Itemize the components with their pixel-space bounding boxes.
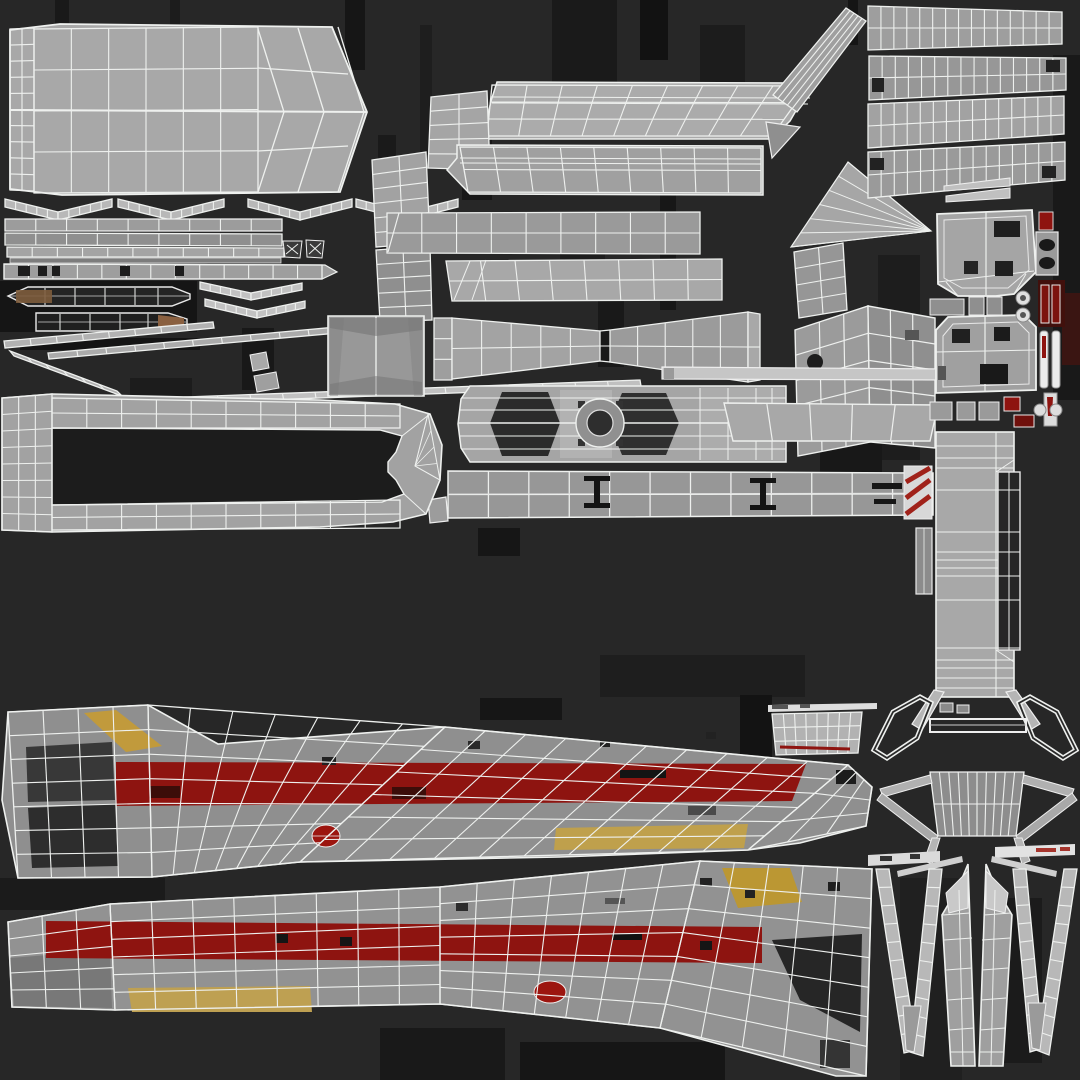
thin-strip-stack [3, 218, 339, 280]
cockpit-trapezoid-upper [936, 209, 1037, 297]
bottom-accent-bars [868, 844, 1075, 877]
center-duct-bars [386, 7, 867, 302]
backdrop-streak [600, 655, 805, 697]
fin-v-left [875, 868, 943, 1057]
torpedo-dark-block [0, 281, 197, 332]
strut-basket-frame [876, 771, 1078, 865]
vertical-spar-column [935, 431, 1021, 698]
backdrop-streak [480, 698, 562, 720]
backdrop-streak [640, 0, 668, 60]
bowtie-panel [433, 311, 761, 383]
backdrop-streak [1062, 293, 1080, 365]
wing-strake-red-upper [1, 704, 873, 879]
cockpit-trapezoid-lower [935, 314, 1037, 394]
slat-and-box-above-wing [768, 703, 877, 756]
fin-v-right [1012, 868, 1078, 1056]
engine-detail-plate [457, 385, 787, 463]
fin-spike-left [941, 863, 976, 1067]
right-edge-greebles [929, 211, 1065, 428]
backdrop-streak [345, 0, 365, 70]
hull-panel-top-left [9, 23, 368, 196]
small-wireframe-glyphs [282, 239, 325, 259]
slat-column-top-right [867, 5, 1067, 203]
backdrop-streak [520, 1042, 725, 1080]
square-panel [327, 315, 425, 397]
fin-spike-right [978, 863, 1013, 1067]
backdrop-streak [420, 25, 432, 155]
backdrop-streak [552, 0, 617, 85]
wing-strake-red-lower [7, 860, 873, 1077]
racetrack-frame [1, 393, 443, 533]
backdrop-streak [740, 695, 772, 757]
nose-cone-fan [789, 161, 933, 319]
strut-goggle-frame [870, 689, 1080, 761]
mid-chevron-pair [199, 281, 306, 319]
backdrop-streak [478, 528, 520, 556]
tail-boom-bar [427, 465, 934, 595]
backdrop-streak [380, 1028, 505, 1080]
